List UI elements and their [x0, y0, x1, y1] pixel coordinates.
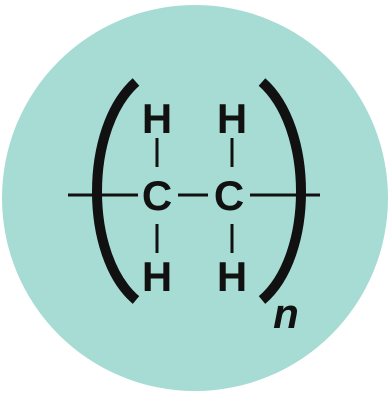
atom-h-bottom-right: H — [217, 253, 247, 300]
atom-c-left: C — [142, 172, 172, 219]
background-circle — [2, 5, 388, 391]
atom-h-bottom-left: H — [142, 253, 172, 300]
atom-h-top-right: H — [217, 95, 247, 142]
repeat-subscript-n: n — [273, 290, 299, 337]
atom-c-right: C — [214, 172, 244, 219]
left-parenthesis — [92, 78, 140, 304]
atom-h-top-left: H — [142, 95, 172, 142]
right-parenthesis — [258, 78, 306, 304]
structure-group: H H C C H H n — [68, 78, 320, 337]
